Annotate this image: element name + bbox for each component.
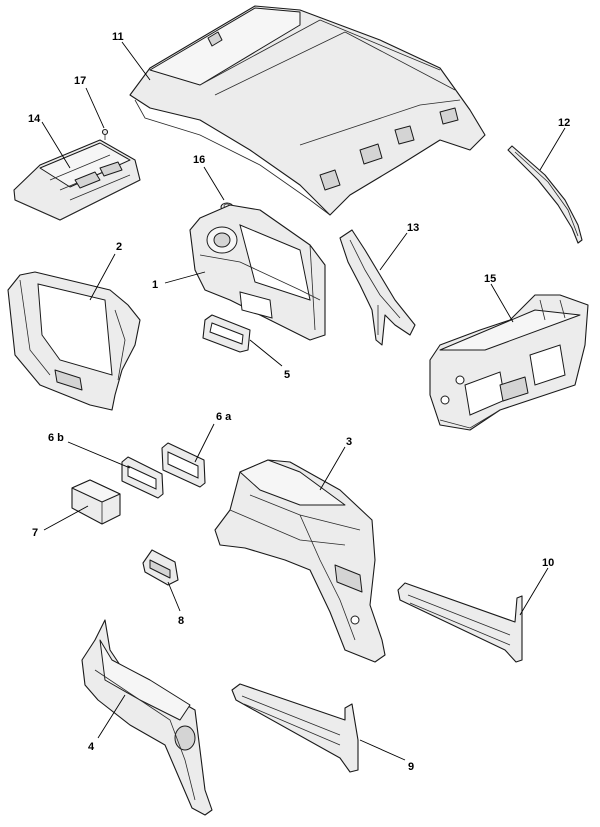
leader-6a (194, 423, 215, 463)
callout-9: 9 (408, 761, 414, 773)
part-15-cargo-panel (429, 294, 589, 431)
leader-12 (539, 127, 566, 171)
part-10-sill-plate (397, 582, 523, 663)
part-3-quarter-trim (214, 459, 386, 663)
leader-2 (89, 253, 116, 301)
leader-lines (41, 41, 566, 761)
part-14-storage-tray (13, 139, 141, 221)
leader-15 (490, 283, 514, 323)
callout-10: 10 (542, 557, 554, 569)
leader-6b (67, 441, 131, 469)
leader-5 (249, 339, 283, 367)
part-7-cover (71, 479, 121, 525)
leader-9 (359, 739, 406, 761)
part-6b-bezel (121, 456, 164, 499)
callout-17: 17 (74, 75, 86, 87)
callout-6a: 6 a (216, 411, 232, 423)
part-1-side-panel (189, 204, 326, 341)
part-11-headliner (129, 5, 486, 216)
part-17-clip (101, 128, 109, 140)
part-2-quarter-window-panel (7, 271, 141, 411)
leader-17 (85, 87, 105, 129)
callout-15: 15 (484, 273, 496, 285)
part-4-lower-trim (81, 619, 213, 816)
part-8-bracket (142, 549, 179, 586)
part-9-sill-plate (231, 683, 359, 773)
part-13-pillar-trim (339, 229, 416, 346)
callout-1: 1 (152, 279, 158, 291)
callout-11: 11 (112, 31, 124, 43)
part-12-trim-strip (507, 145, 583, 244)
leader-10 (519, 567, 549, 616)
leader-7 (43, 505, 89, 531)
callout-3: 3 (346, 436, 352, 448)
callout-14: 14 (28, 113, 41, 125)
leader-8 (167, 581, 181, 612)
callout-13: 13 (407, 222, 419, 234)
leader-1 (164, 271, 206, 284)
leader-16 (203, 166, 225, 201)
callout-6b: 6 b (48, 432, 64, 444)
callout-16: 16 (193, 154, 205, 166)
callout-4: 4 (88, 741, 95, 753)
leader-3 (319, 446, 346, 491)
callout-5: 5 (284, 369, 290, 381)
part-6a-bezel (161, 442, 206, 488)
callout-2: 2 (116, 241, 122, 253)
leader-11 (121, 41, 151, 81)
callout-labels: 1 2 3 4 5 6 a 6 b 7 8 9 10 11 12 13 14 1… (28, 31, 570, 773)
leader-13 (379, 232, 408, 271)
callout-12: 12 (558, 117, 570, 129)
callout-8: 8 (178, 615, 184, 627)
leader-4 (97, 694, 126, 739)
callout-7: 7 (32, 527, 38, 539)
leader-14 (41, 121, 71, 169)
part-5-bezel (202, 314, 251, 353)
